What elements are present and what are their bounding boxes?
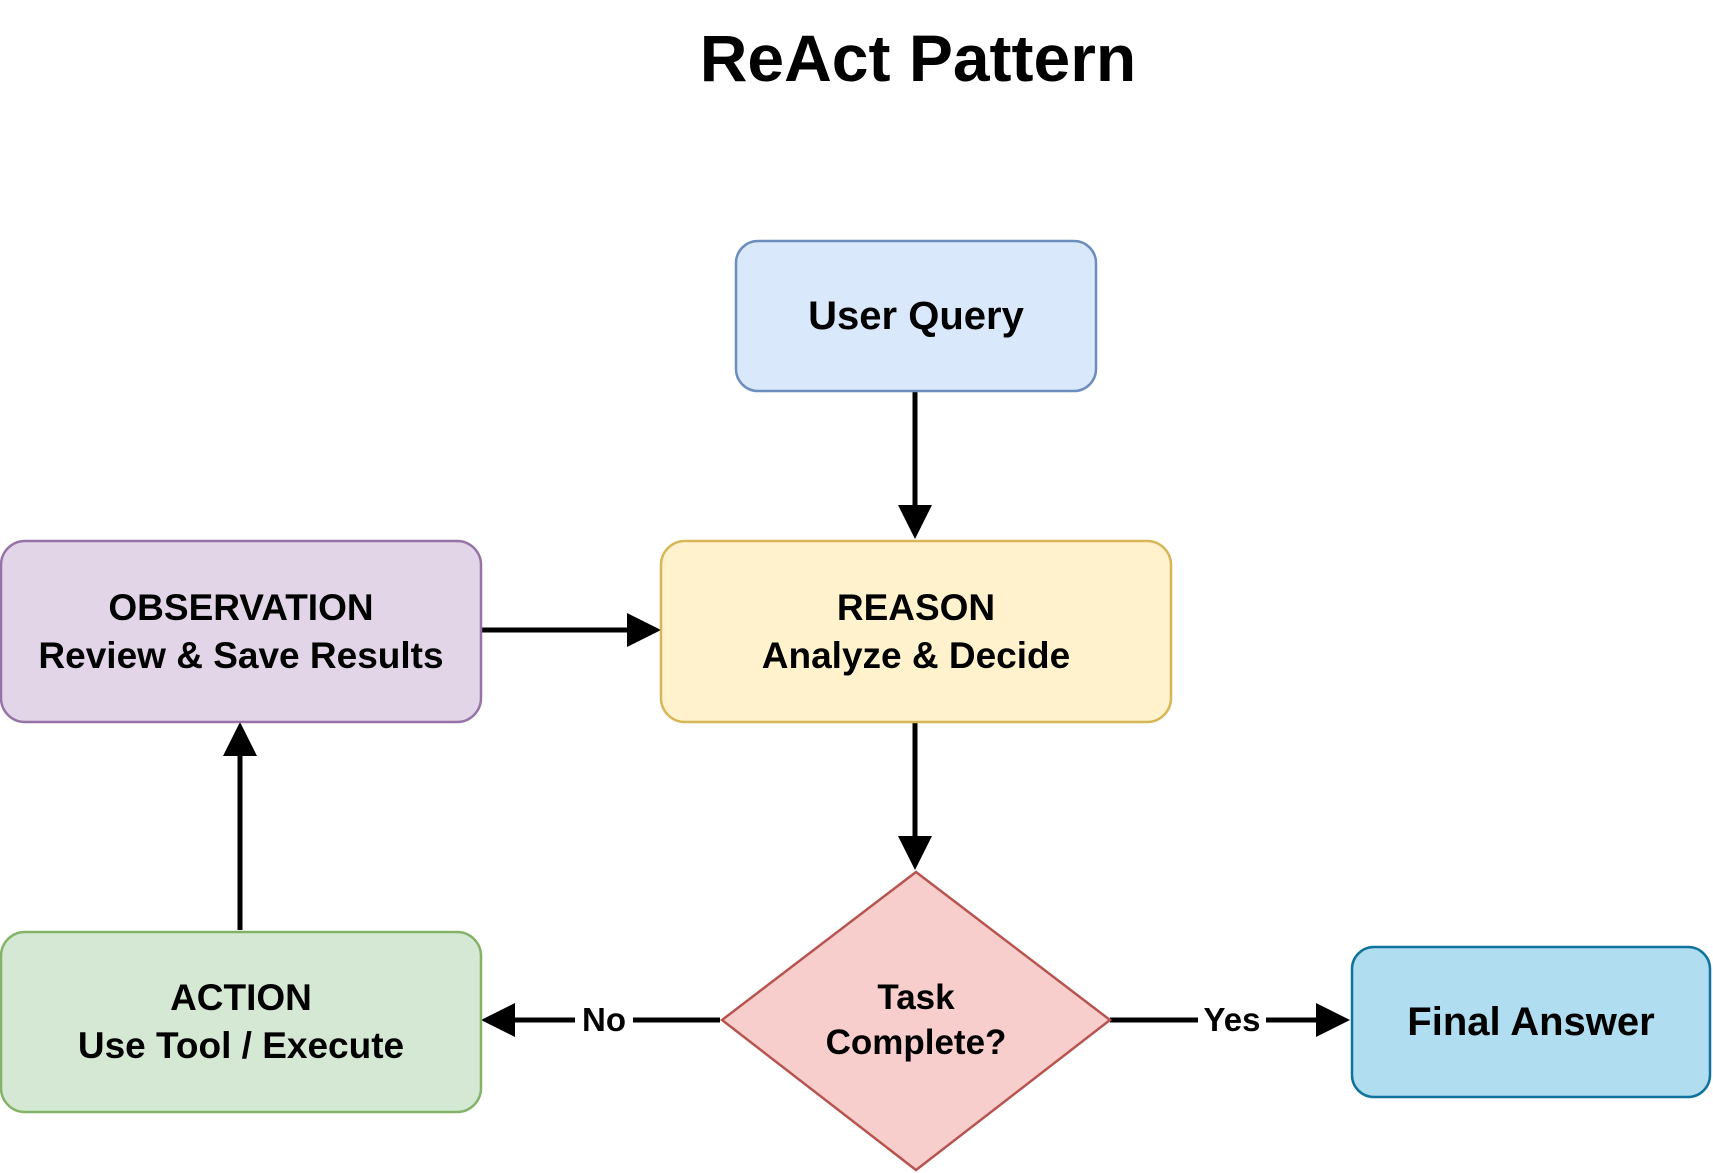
- arrowhead-action-to-observation: [223, 722, 257, 756]
- edge-label-no: No: [575, 1000, 633, 1040]
- action-box: [0, 930, 483, 1114]
- arrowhead-decision-to-action: [481, 1003, 515, 1037]
- observation-title: OBSERVATION: [108, 586, 374, 628]
- observation-box: [0, 539, 483, 724]
- observation-label: OBSERVATION Review & Save Results: [1, 541, 481, 722]
- user-query-box: [734, 239, 1098, 393]
- final-answer-text: Final Answer: [1407, 1000, 1655, 1044]
- action-subtitle: Use Tool / Execute: [77, 1025, 405, 1066]
- arrowhead-observation-to-reason: [627, 613, 661, 647]
- diagram-title: ReAct Pattern: [699, 21, 1137, 95]
- action-title: ACTION: [170, 977, 312, 1018]
- final-answer-box: [1350, 945, 1712, 1099]
- user-query-label: User Query: [736, 241, 1096, 391]
- decision-diamond: [719, 870, 1113, 1172]
- arrowhead-decision-to-final: [1316, 1003, 1350, 1037]
- reason-title: REASON: [836, 586, 996, 628]
- reason-subtitle: Analyze & Decide: [761, 634, 1071, 676]
- user-query-text: User Query: [808, 294, 1024, 338]
- edge-label-yes: Yes: [1198, 1000, 1266, 1040]
- decision-label: Task Complete?: [756, 955, 1076, 1085]
- reason-label: REASON Analyze & Decide: [661, 541, 1171, 722]
- observation-subtitle: Review & Save Results: [38, 634, 444, 676]
- final-answer-label: Final Answer: [1352, 947, 1710, 1097]
- action-label: ACTION Use Tool / Execute: [1, 932, 481, 1112]
- arrowhead-reason-to-decision: [898, 836, 932, 870]
- decision-line-1: Task: [877, 978, 955, 1017]
- arrowhead-query-to-reason: [898, 505, 932, 539]
- reason-box: [659, 539, 1173, 724]
- decision-line-2: Complete?: [825, 1023, 1007, 1062]
- title-area: ReAct Pattern: [0, 18, 1713, 98]
